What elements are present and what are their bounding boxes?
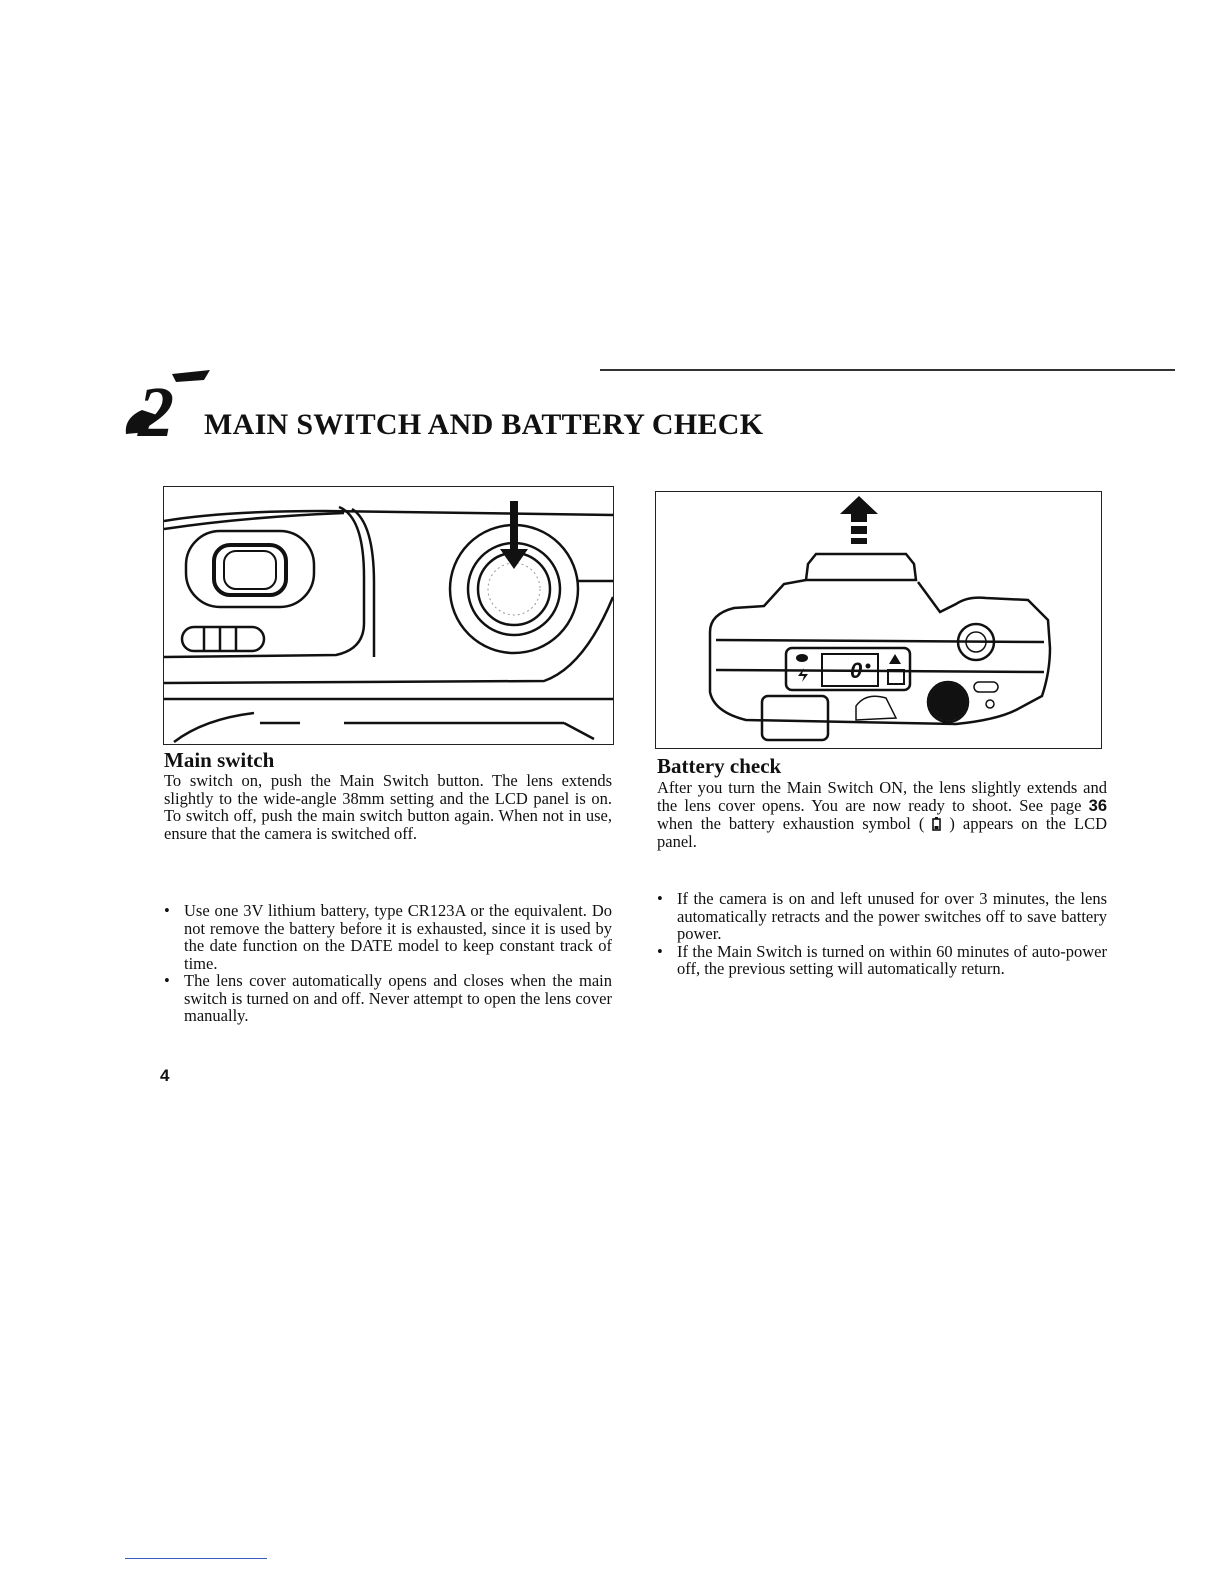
page-number: 4 <box>160 1066 170 1085</box>
page-reference: 36 <box>1088 796 1107 815</box>
list-item: If the Main Switch is turned on within 6… <box>657 942 1107 978</box>
zoom-icon <box>985 699 995 709</box>
battery-check-heading: Battery check <box>657 754 782 778</box>
mountain-icon <box>889 654 901 664</box>
eye-icon <box>796 654 808 662</box>
section-header: 2 MAIN SWITCH AND BATTERY CHECK <box>120 368 820 450</box>
main-switch-heading: Main switch <box>164 748 275 772</box>
battery-check-text-1: After you turn the Main Switch ON, the l… <box>657 778 1107 815</box>
battery-check-notes: If the camera is on and left unused for … <box>657 890 1107 978</box>
lcd-counter: 0 <box>850 658 863 683</box>
section-number: 2 <box>137 372 174 450</box>
battery-check-text-3: ) appears on the LCD panel. <box>657 814 1107 851</box>
list-item: Use one 3V lithium battery, type CR123A … <box>164 902 612 972</box>
top-rule <box>600 369 1175 371</box>
main-switch-notes: Use one 3V lithium battery, type CR123A … <box>164 902 612 1025</box>
list-item: If the camera is on and left unused for … <box>657 890 1107 943</box>
battery-check-paragraph: After you turn the Main Switch ON, the l… <box>657 779 1107 850</box>
list-item: The lens cover automatically opens and c… <box>164 972 612 1025</box>
battery-check-text-2: when the battery exhaustion symbol ( <box>657 814 933 833</box>
flash-icon <box>798 668 808 682</box>
main-switch-paragraph: To switch on, push the Main Switch butto… <box>164 771 612 843</box>
page-title: MAIN SWITCH AND BATTERY CHECK <box>204 408 764 441</box>
self-timer-icon <box>887 669 905 685</box>
battery-check-illustration: 0 <box>655 491 1102 749</box>
main-switch-illustration <box>163 486 614 745</box>
section-number-badge: 2 <box>125 370 210 450</box>
battery-icon <box>932 817 942 831</box>
footer-rule <box>125 1558 267 1559</box>
